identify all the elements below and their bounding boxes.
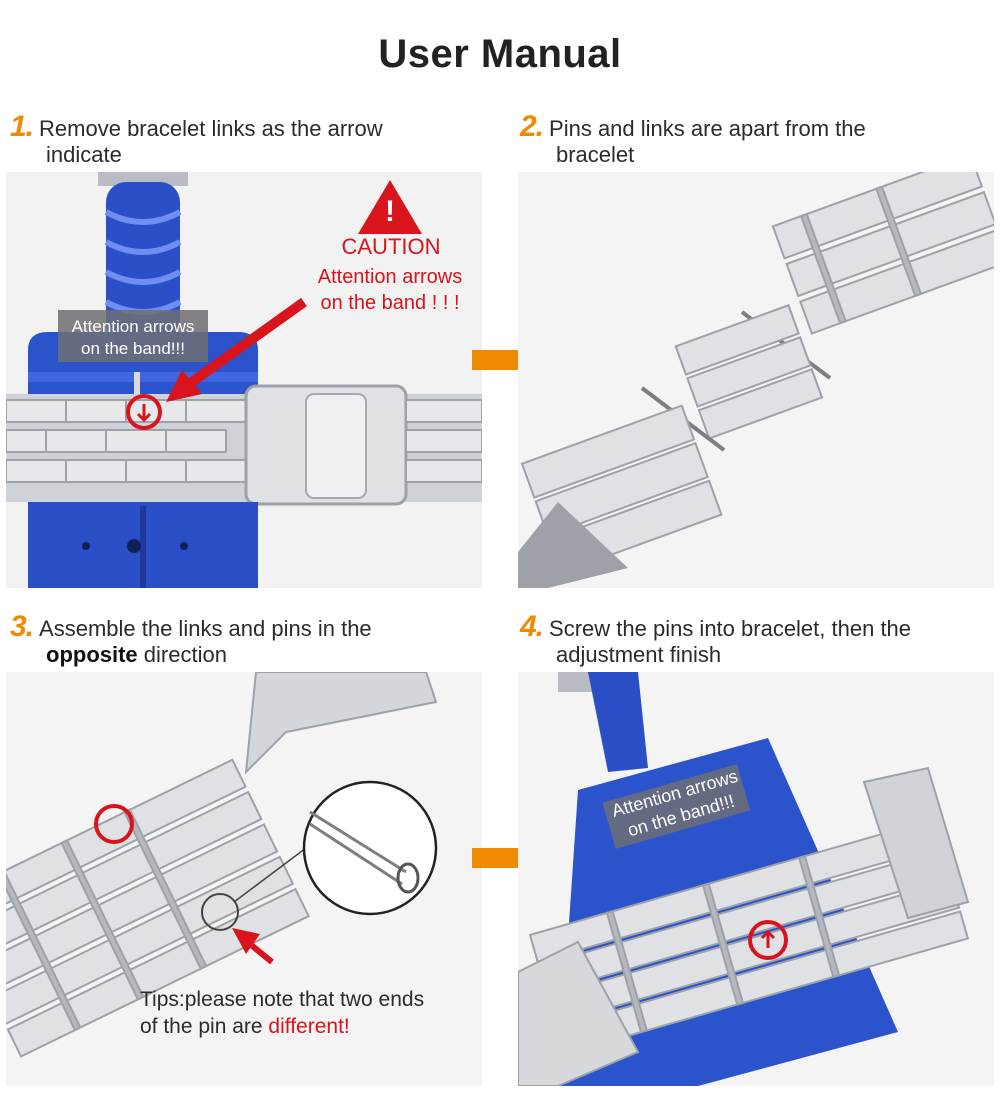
tool-label-line2: on the band!!! (81, 339, 185, 358)
caution-text-line1: Attention arrows (317, 266, 463, 288)
screw-pin-illustration (518, 672, 994, 1086)
step-1-image: Attention arrows on the band!!! ! CAUTIO… (6, 172, 482, 588)
tool-label: Attention arrows on the band!!! (58, 316, 208, 360)
step-text: Remove bracelet links as the arrow (39, 116, 383, 141)
caution-label: CAUTION (341, 234, 441, 259)
step-text: Assemble the links and pins in the (39, 616, 372, 641)
caution-text: Attention arrows on the band ! ! ! (298, 264, 482, 316)
step-3-image: Tips:please note that two ends of the pi… (6, 672, 482, 1086)
step-number: 3. (10, 610, 34, 643)
caution-text-line2: on the band ! ! ! (320, 292, 460, 314)
step-4-heading: 4.Screw the pins into bracelet, then the… (520, 612, 990, 668)
step-text-line2: opposite direction (10, 642, 490, 668)
step-text: Pins and links are apart from the (549, 116, 866, 141)
step-text-line2: bracelet (556, 142, 635, 167)
warning-icon: ! (385, 195, 395, 228)
step-number: 2. (520, 110, 544, 143)
step-2-heading: 2.Pins and links are apart from the brac… (520, 112, 990, 168)
tips-line1: Tips:please note that two ends (140, 988, 425, 1011)
step-text-rest: direction (137, 642, 227, 667)
tips-line2: of the pin are different! (140, 1013, 482, 1040)
page-title: User Manual (378, 32, 622, 76)
tips-line2-prefix: of the pin are (140, 1015, 269, 1038)
separated-links-illustration (518, 172, 994, 588)
step-text-emphasis: opposite (46, 642, 138, 667)
step-text-line2: adjustment finish (556, 642, 722, 667)
tips-text: Tips:please note that two ends of the pi… (140, 986, 482, 1040)
step-4-image: Attention arrows on the band!!! (518, 672, 994, 1086)
step-text: Screw the pins into bracelet, then the (549, 616, 912, 641)
step-number: 4. (520, 610, 544, 643)
tool-and-bracelet-illustration (6, 172, 482, 588)
assemble-illustration (6, 672, 482, 1086)
step-2-image (518, 172, 994, 588)
step-text-line2: indicate (46, 142, 122, 167)
step-1-heading: 1.Remove bracelet links as the arrow ind… (10, 112, 490, 168)
tips-highlight: different! (268, 1015, 350, 1038)
tool-label-line1: Attention arrows (71, 317, 195, 336)
step-number: 1. (10, 110, 34, 143)
step-3-heading: 3.Assemble the links and pins in the opp… (10, 612, 490, 668)
